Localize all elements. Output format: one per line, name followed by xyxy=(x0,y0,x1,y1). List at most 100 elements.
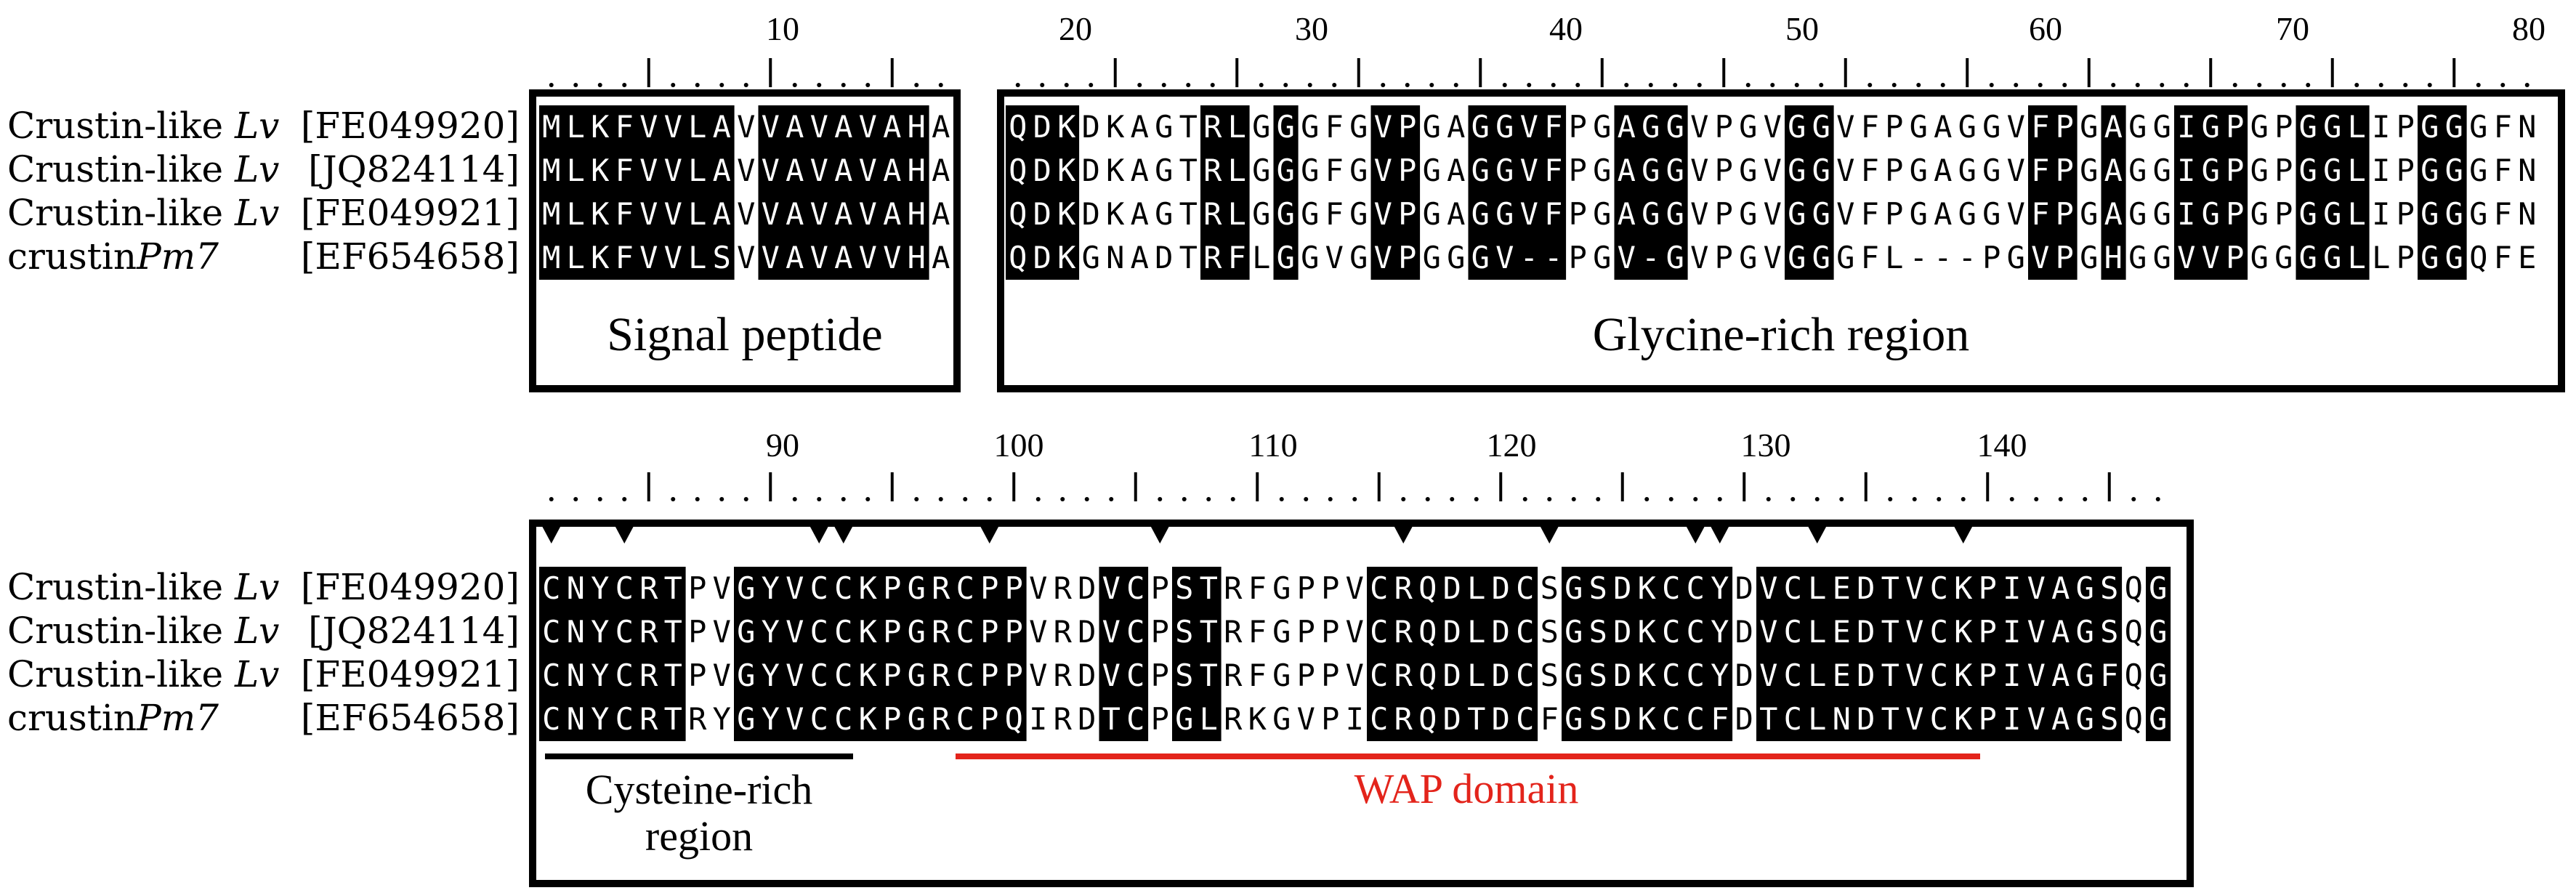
residue-highlight xyxy=(831,149,857,193)
residue: G xyxy=(1910,109,1928,145)
residue: K xyxy=(1954,614,1973,650)
residue-highlight xyxy=(1614,193,1639,236)
residue-highlight xyxy=(904,610,929,654)
residue: G xyxy=(2153,196,2171,232)
ruler-dot xyxy=(2500,83,2506,87)
residue-highlight xyxy=(661,105,686,149)
residue: G xyxy=(2080,109,2098,145)
residue: D xyxy=(1613,570,1631,606)
residue: V xyxy=(1690,240,1708,275)
residue-highlight xyxy=(1440,654,1465,698)
residue: - xyxy=(1520,240,1538,275)
residue: P xyxy=(1982,240,2000,275)
residue-highlight xyxy=(1273,193,1299,236)
residue-highlight xyxy=(661,654,686,698)
residue: A xyxy=(1618,196,1636,232)
ruler-dot xyxy=(1307,83,1312,87)
ruler-dot xyxy=(2232,83,2237,87)
residue: C xyxy=(1930,614,1948,650)
residue: V xyxy=(1690,153,1708,188)
residue: P xyxy=(2397,153,2415,188)
residue: T xyxy=(1179,240,1198,275)
residue: G xyxy=(1349,153,1368,188)
residue: L xyxy=(1252,240,1270,275)
residue: P xyxy=(2056,153,2074,188)
residue: L xyxy=(2348,109,2366,145)
residue: G xyxy=(1301,153,1319,188)
residue: P xyxy=(1569,240,1587,275)
ruler-dot xyxy=(1888,497,1893,501)
residue: L xyxy=(2348,240,2366,275)
residue: - xyxy=(1544,240,1562,275)
residue-highlight xyxy=(1562,567,1587,610)
ruler-dot xyxy=(2083,497,2088,501)
ruler-dot xyxy=(743,497,748,501)
residue: R xyxy=(1203,109,1222,145)
ruler-dot xyxy=(1794,83,1799,87)
accession-label: [FE049921] xyxy=(301,192,520,234)
ruler-dot xyxy=(2155,497,2160,501)
residue: Q xyxy=(1418,701,1437,737)
residue: G xyxy=(1301,196,1319,232)
residue: A xyxy=(2051,701,2070,737)
residue-highlight xyxy=(1634,698,1660,741)
residue-highlight xyxy=(2174,193,2200,236)
residue: R xyxy=(1054,658,1073,693)
residue: V xyxy=(1764,153,1782,188)
ruler-dot xyxy=(1937,497,1942,501)
residue-highlight xyxy=(2320,193,2346,236)
residue: P xyxy=(980,701,998,737)
residue-highlight xyxy=(1054,149,1080,193)
residue: P xyxy=(1715,240,1733,275)
residue-highlight xyxy=(831,567,857,610)
residue: V xyxy=(859,240,877,275)
residue-highlight xyxy=(1639,105,1664,149)
residue: G xyxy=(1642,109,1660,145)
block1-labels: Crustin-like Lv [FE049920] Crustin-like … xyxy=(7,105,520,278)
sequence-label: Crustin-like Lv xyxy=(7,566,279,608)
residue-highlight xyxy=(1614,105,1639,149)
residue-highlight xyxy=(1440,610,1465,654)
ruler-dot xyxy=(2111,83,2116,87)
residue-highlight xyxy=(2296,105,2321,149)
residue: Y xyxy=(713,701,731,737)
residue: D xyxy=(1613,658,1631,693)
residue: E xyxy=(1833,570,1851,606)
residue-highlight xyxy=(1513,610,1538,654)
residue: N xyxy=(2518,109,2536,145)
residue-highlight xyxy=(1367,567,1392,610)
residue: G xyxy=(1564,658,1583,693)
residue-highlight xyxy=(1464,567,1490,610)
residue: F xyxy=(1248,658,1267,693)
residue-highlight xyxy=(1099,698,1124,741)
ruler-number: 30 xyxy=(1295,10,1328,47)
residue: R xyxy=(639,701,658,737)
residue: G xyxy=(2076,614,2094,650)
residue-highlight xyxy=(661,698,686,741)
residue: K xyxy=(1954,570,1973,606)
residue-highlight xyxy=(1517,236,1542,280)
residue-highlight xyxy=(1829,610,1854,654)
residue: A xyxy=(1131,109,1149,145)
residue: V xyxy=(737,153,755,188)
residue: G xyxy=(2323,240,2341,275)
residue: Y xyxy=(762,570,780,606)
residue: L xyxy=(2348,196,2366,232)
residue-highlight xyxy=(1517,105,1542,149)
residue-highlight xyxy=(1610,654,1636,698)
residue: A xyxy=(1131,196,1149,232)
residue-highlight xyxy=(1805,610,1830,654)
residue: M xyxy=(542,196,560,232)
residue: D xyxy=(1443,570,1461,606)
residue: G xyxy=(1155,196,1173,232)
accession-label: [EF654658] xyxy=(301,235,520,278)
residue: G xyxy=(1471,240,1490,275)
residue-highlight xyxy=(1541,105,1567,149)
residue: N xyxy=(1106,240,1124,275)
residue-highlight xyxy=(1123,567,1149,610)
residue: G xyxy=(2469,196,2487,232)
residue-highlight xyxy=(783,654,808,698)
sequence-label: Crustin-like Lv xyxy=(7,610,279,652)
residue: C xyxy=(615,570,634,606)
residue: V xyxy=(737,109,755,145)
